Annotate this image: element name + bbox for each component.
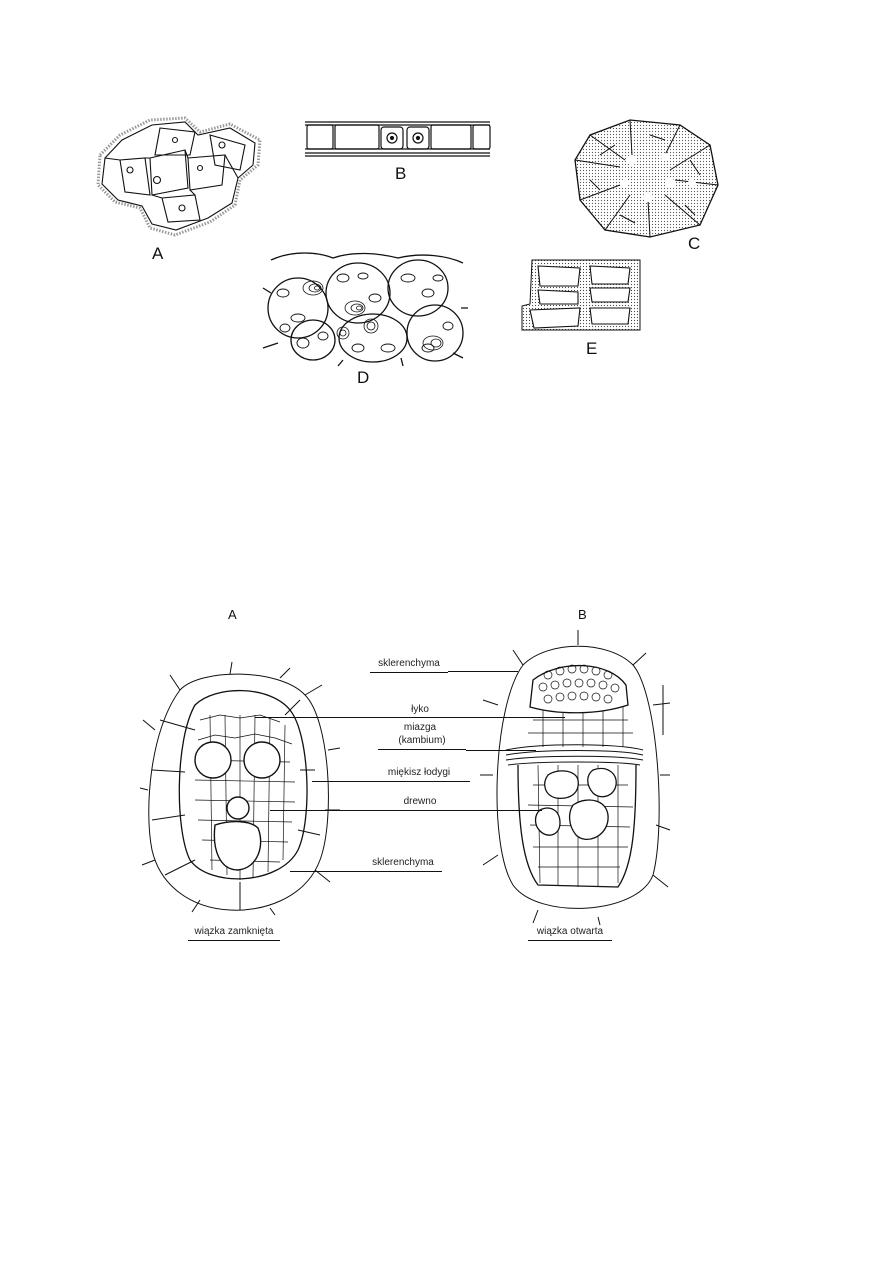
panel-b-letter: B [395, 164, 407, 183]
storage-parenchyma-d-illustration [262, 252, 468, 367]
panel-a-drawing [90, 110, 270, 240]
panel-d-letter: D [357, 368, 370, 387]
sclerenchyma-c-illustration [574, 119, 719, 238]
leader-drewno [270, 810, 542, 811]
open-vascular-bundle-illustration [480, 630, 671, 926]
label-sklerenchyma-top: sklerenchyma [370, 658, 448, 673]
leader-lyko [255, 717, 565, 718]
closed-vascular-bundle-illustration [139, 661, 341, 916]
bundle-b-letter: B [578, 607, 587, 622]
leader-sklerenchyma-bottom [290, 871, 364, 872]
label-miekisz-lodygi: miękisz łodygi [368, 767, 470, 782]
panel-b-drawing [305, 118, 491, 160]
panel-d-drawing [262, 248, 468, 368]
cell-tissue-a-illustration [96, 116, 262, 237]
label-kambium: (kambium) [378, 735, 466, 750]
leader-sklerenchyma-top [448, 671, 518, 672]
panel-e-drawing [521, 256, 642, 334]
label-miazga: miazga [403, 722, 437, 733]
cell-row-b-illustration [305, 121, 491, 157]
leader-miekisz-lodygi [312, 781, 368, 782]
panel-c-letter: C [688, 234, 701, 253]
closed-bundle-drawing [139, 660, 341, 916]
label-drewno: drewno [403, 796, 437, 807]
label-sklerenchyma-bottom: sklerenchyma [364, 857, 442, 872]
panel-e-letter: E [586, 339, 598, 358]
label-lyko: łyko [411, 704, 429, 715]
panel-c-drawing [570, 115, 720, 240]
rectangular-cells-e-illustration [521, 259, 641, 331]
leader-miazga [466, 750, 536, 751]
panel-a-letter: A [152, 244, 164, 263]
open-bundle-drawing [478, 625, 671, 926]
bundle-a-letter: A [228, 607, 237, 622]
caption-closed-bundle: wiązka zamknięta [188, 926, 280, 941]
caption-open-bundle: wiązka otwarta [528, 926, 612, 941]
